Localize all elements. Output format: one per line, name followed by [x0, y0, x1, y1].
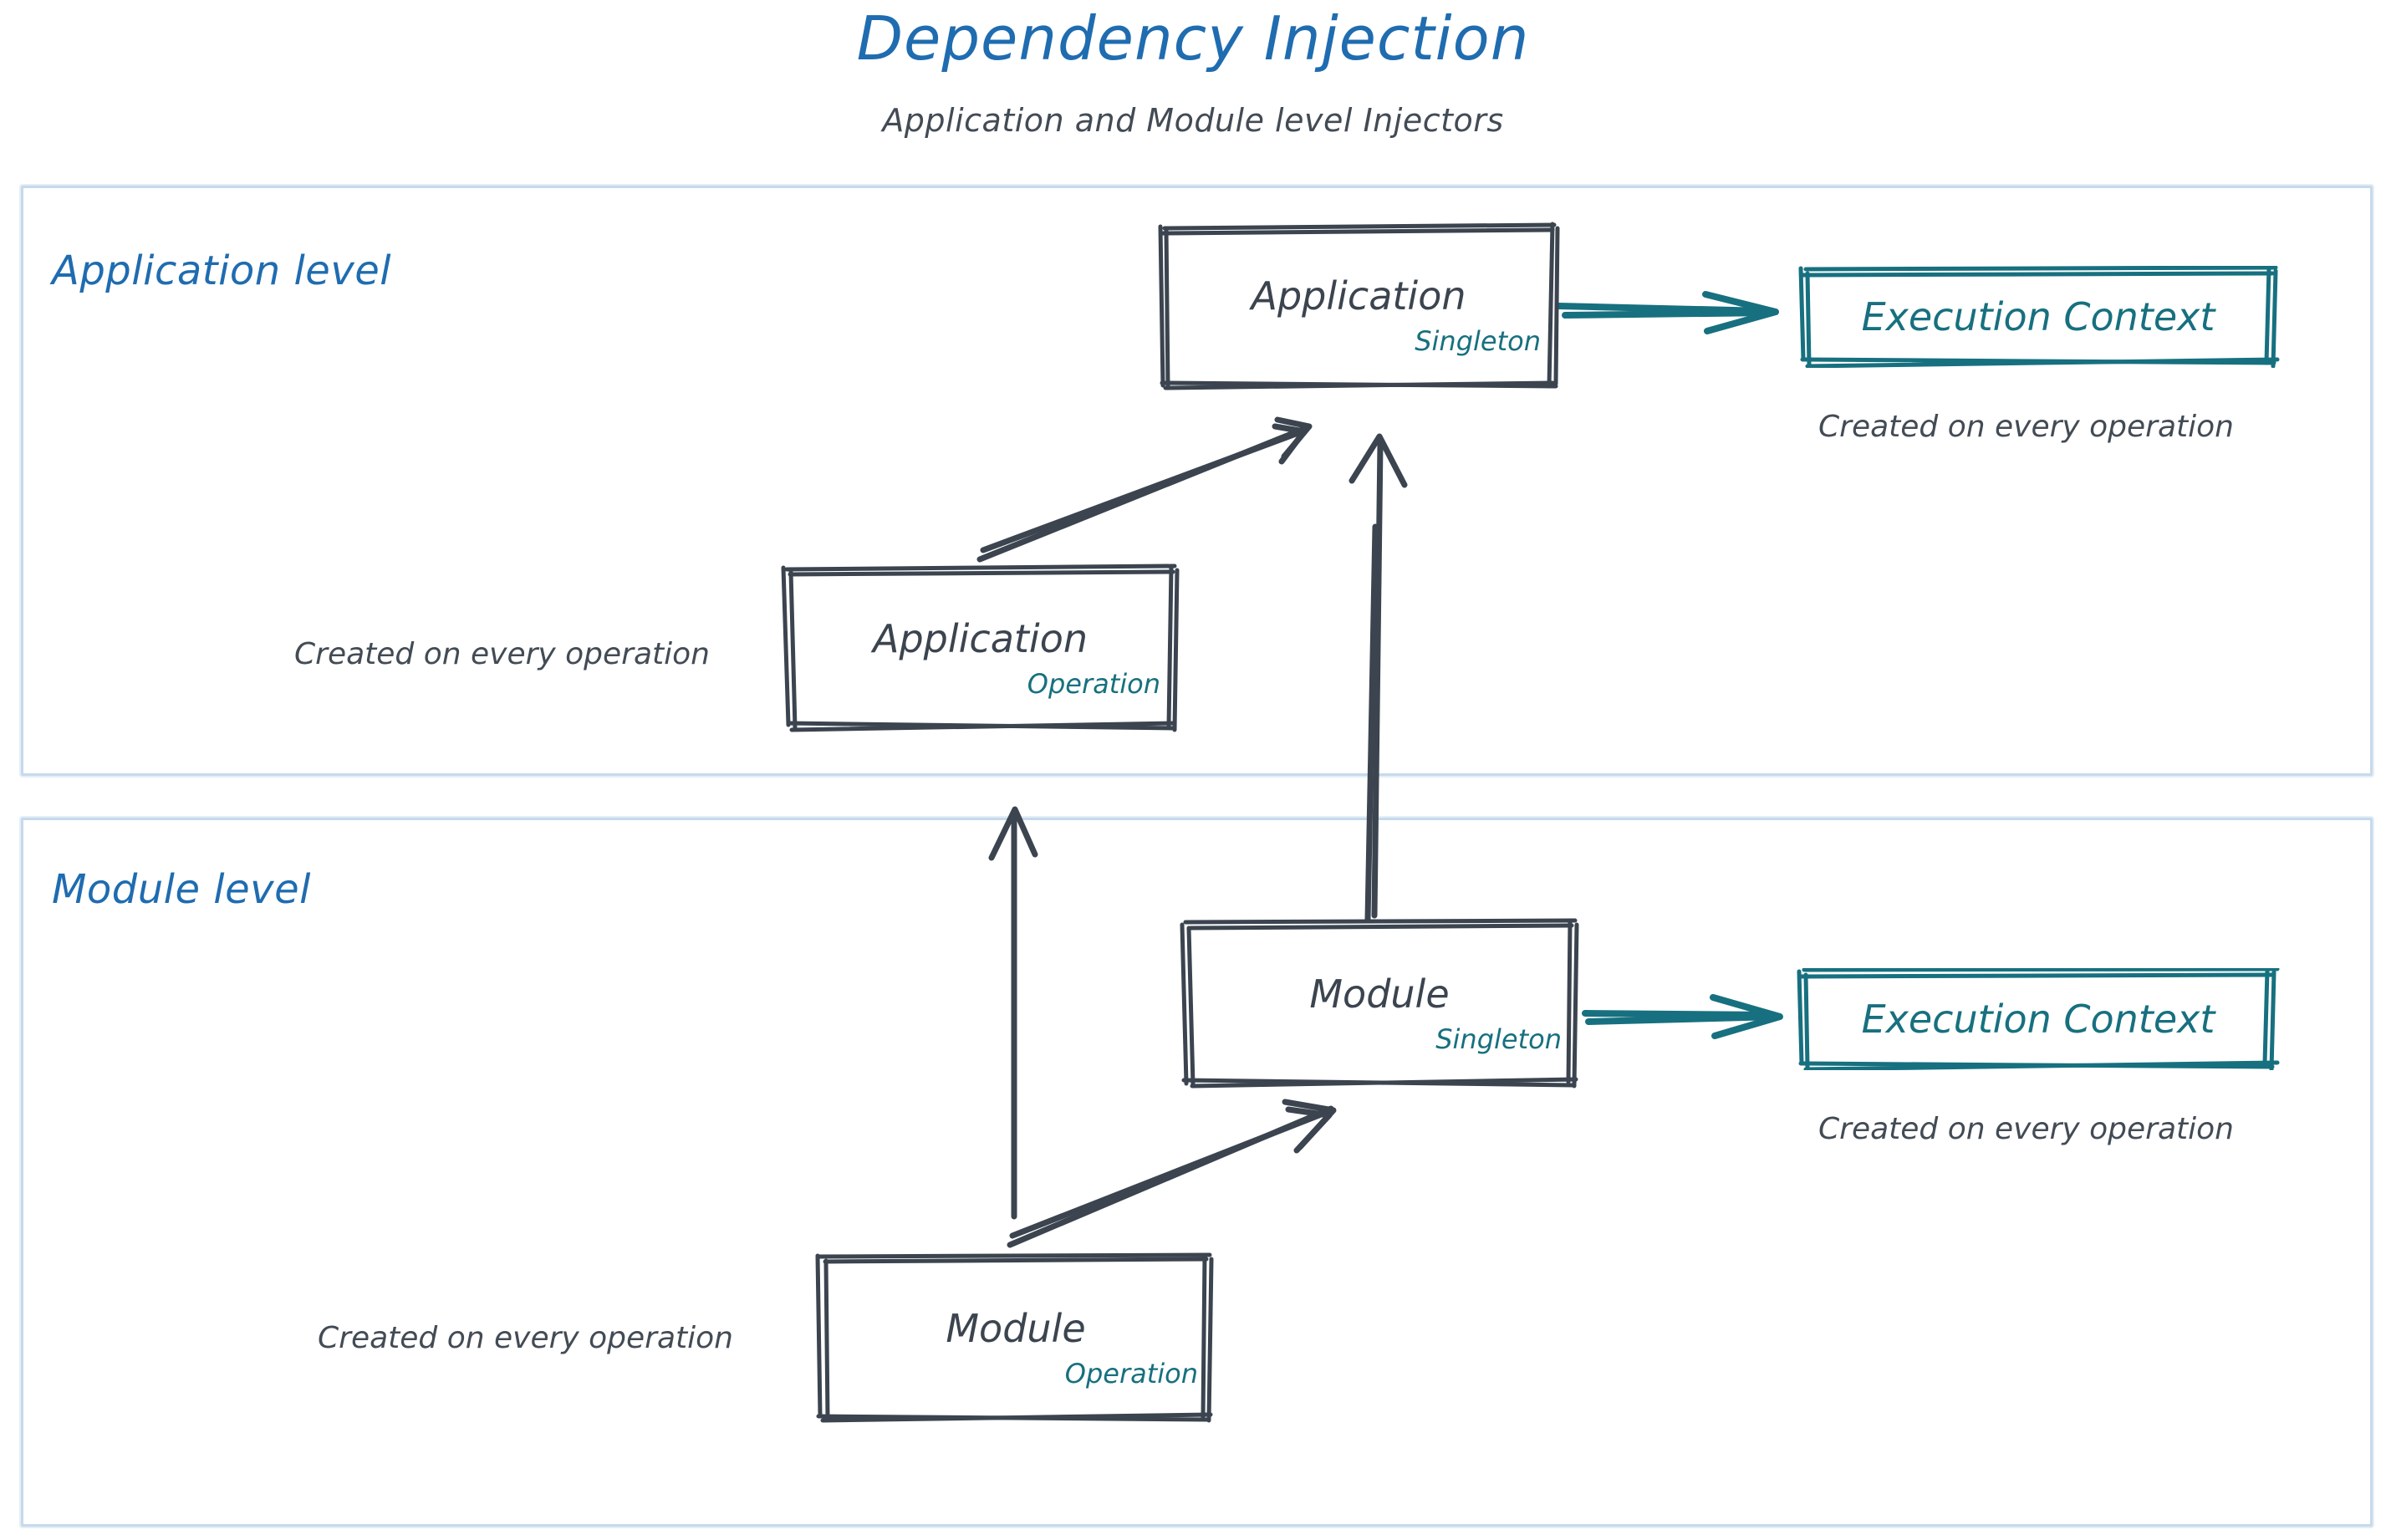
sketch-box-border [815, 1252, 1214, 1423]
node-scope: Singleton [1435, 1023, 1562, 1055]
node-title: Execution Context [1861, 997, 2215, 1042]
sketch-box-border [1797, 968, 2280, 1070]
node-title: Application [1251, 273, 1466, 319]
note-module-operation: Created on every operation [318, 1321, 733, 1355]
node-module-singleton[interactable]: Module Singleton [1179, 918, 1580, 1089]
node-scope: Singleton [1415, 325, 1541, 357]
note-execution-context-mod: Created on every operation [1818, 1112, 2234, 1146]
application-level-label: Application level [52, 247, 392, 294]
sketch-box-border [1180, 918, 1579, 1089]
module-level-container [21, 818, 2373, 1527]
sketch-box-border [781, 563, 1180, 732]
node-execution-context-mod[interactable]: Execution Context [1796, 968, 2281, 1070]
node-title: Application [872, 616, 1088, 661]
node-application-singleton[interactable]: Application Singleton [1158, 222, 1560, 390]
node-scope: Operation [1027, 668, 1160, 700]
page-title: Dependency Injection [856, 3, 1530, 74]
node-module-operation[interactable]: Module Operation [815, 1252, 1216, 1423]
module-level-label: Module level [52, 866, 311, 913]
node-title: Module [1309, 971, 1450, 1017]
sketch-box-border [1158, 222, 1560, 390]
note-execution-context-app: Created on every operation [1818, 410, 2234, 444]
sketch-box-border [1798, 266, 2280, 368]
note-application-operation: Created on every operation [294, 637, 710, 671]
node-title: Module [946, 1306, 1086, 1351]
node-scope: Operation [1064, 1358, 1198, 1390]
node-title: Execution Context [1861, 294, 2215, 339]
node-execution-context-app[interactable]: Execution Context [1796, 266, 2281, 368]
page-subtitle: Application and Module level Injectors [882, 102, 1504, 139]
application-level-container [21, 186, 2373, 776]
node-application-operation[interactable]: Application Operation [781, 563, 1180, 732]
